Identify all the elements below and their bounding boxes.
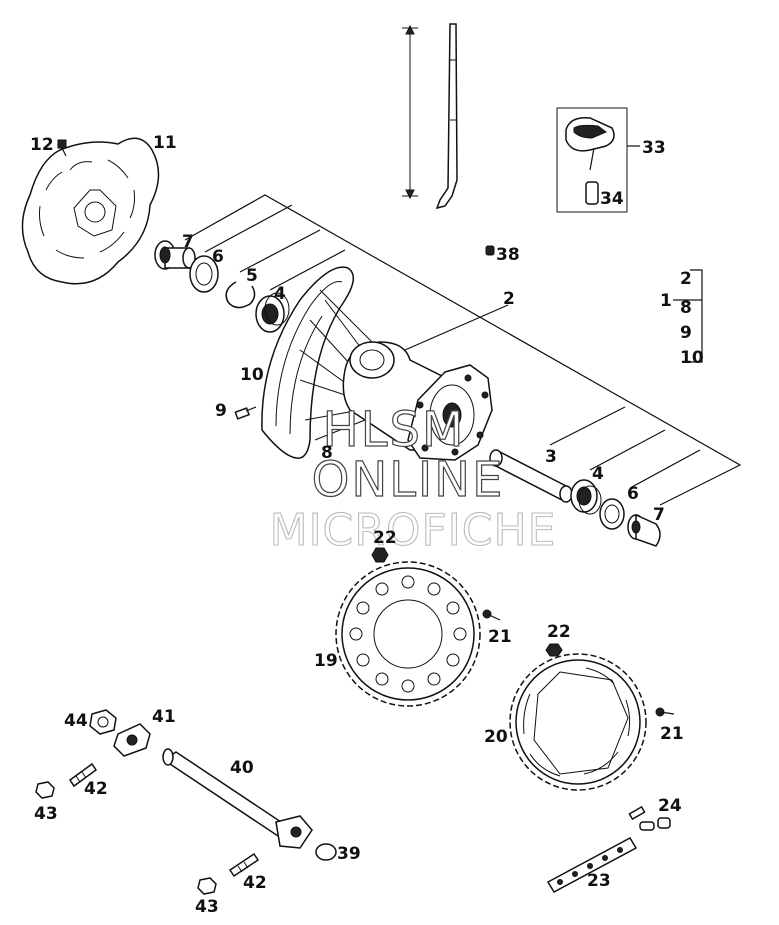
distance-sleeve	[489, 449, 573, 503]
sprocket-nut-upper	[371, 547, 389, 563]
label-22-lower: 22	[547, 622, 571, 642]
label-bracket-9: 9	[680, 323, 692, 343]
rear-sprocket-20	[509, 653, 647, 791]
label-bracket-8: 8	[680, 298, 692, 318]
label-21-lower: 21	[660, 724, 684, 744]
disc-screw	[57, 139, 67, 157]
watermark-line2: ONLINE	[312, 452, 505, 508]
label-24: 24	[658, 796, 682, 816]
circlip	[225, 281, 256, 309]
adjuster-bolt-upper	[68, 762, 98, 788]
label-43-upper: 43	[34, 804, 58, 824]
label-41: 41	[152, 707, 176, 727]
label-34: 34	[600, 189, 624, 209]
label-21-upper: 21	[488, 627, 512, 647]
label-6-left: 6	[212, 247, 224, 267]
label-20: 20	[484, 727, 508, 747]
label-bracket-10: 10	[680, 348, 704, 368]
bearing-right	[570, 479, 602, 515]
adjuster-nut-lower	[197, 877, 217, 895]
label-bracket-2: 2	[680, 269, 692, 289]
adjuster-bolt-lower	[228, 852, 260, 878]
label-3: 3	[545, 447, 557, 467]
master-link	[628, 805, 671, 831]
sprocket-nut-lower	[545, 643, 563, 657]
label-7-right: 7	[653, 505, 665, 525]
brake-disc	[21, 137, 160, 285]
label-10: 10	[240, 365, 264, 385]
chain	[546, 837, 638, 893]
bearing-left	[255, 292, 290, 333]
label-40: 40	[230, 758, 254, 778]
wheel-assembly	[261, 266, 493, 461]
spacer-right	[627, 513, 661, 547]
label-9: 9	[215, 401, 227, 421]
label-42-lower: 42	[243, 873, 267, 893]
label-8: 8	[321, 443, 333, 463]
part-labels: 12 11 7 6 5 4 2 38 33 34 1 2 8 9 10 10 9…	[30, 133, 704, 917]
chain-adjuster	[113, 723, 151, 757]
label-4-right: 4	[592, 464, 604, 484]
label-38: 38	[496, 245, 520, 265]
spacer-left	[154, 240, 196, 270]
sprocket-bolt-upper	[482, 609, 501, 621]
label-39: 39	[337, 844, 361, 864]
axle-cap	[315, 843, 337, 861]
seal-right	[599, 498, 625, 530]
rear-sprocket-19	[335, 561, 481, 707]
assembly-leader-lines	[184, 194, 742, 506]
label-1: 1	[660, 291, 672, 311]
label-5: 5	[246, 266, 258, 286]
label-2: 2	[503, 289, 515, 309]
label-11: 11	[153, 133, 177, 153]
spoke	[402, 23, 458, 210]
label-7-left: 7	[182, 232, 194, 252]
watermark-line3: MICROFICHE	[270, 505, 557, 556]
label-44: 44	[64, 711, 88, 731]
axle-nut	[89, 709, 117, 735]
label-33: 33	[642, 138, 666, 158]
label-12: 12	[30, 135, 54, 155]
valve-box	[556, 107, 640, 213]
label-23: 23	[587, 871, 611, 891]
label-43-lower: 43	[195, 897, 219, 917]
label-42-upper: 42	[84, 779, 108, 799]
watermark-line1: HLSM	[323, 402, 466, 458]
spoke-nipple	[234, 406, 257, 420]
adjuster-nut-upper	[35, 781, 55, 799]
watermark: HLSM ONLINE MICROFICHE	[269, 401, 557, 556]
label-19: 19	[314, 651, 338, 671]
label-4-left: 4	[274, 284, 286, 304]
axle	[162, 748, 313, 849]
label-6-right: 6	[627, 484, 639, 504]
seal-left	[189, 255, 219, 293]
valve-cap	[485, 245, 495, 256]
label-22-upper: 22	[373, 528, 397, 548]
sprocket-bolt-lower	[655, 707, 675, 717]
